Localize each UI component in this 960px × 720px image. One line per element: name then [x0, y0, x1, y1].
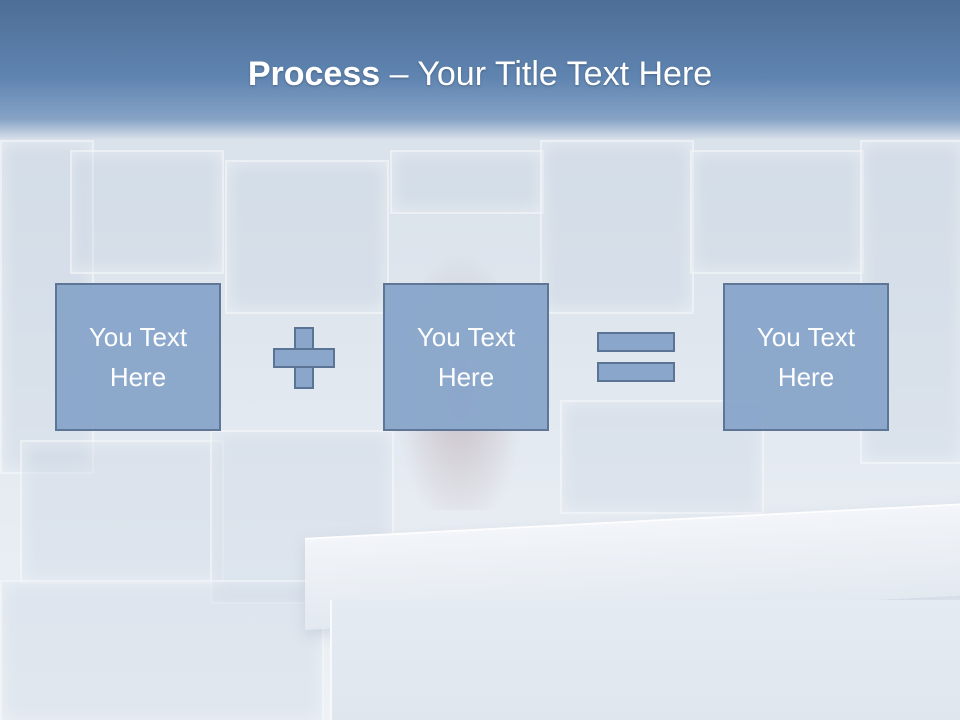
- ice-block: [225, 160, 389, 314]
- box-text-line1: You Text: [88, 322, 188, 352]
- ice-block: [390, 150, 544, 214]
- ice-block: [70, 150, 224, 274]
- box-text-line2: Here: [437, 362, 495, 392]
- process-box-2[interactable]: You Text Here: [383, 283, 549, 431]
- ice-block: [20, 440, 224, 584]
- equals-bottom-bar: [597, 362, 675, 382]
- process-box-1[interactable]: You Text Here: [55, 283, 221, 431]
- box-text-line1: You Text: [756, 322, 856, 352]
- ice-block: [0, 580, 324, 720]
- ice-block: [690, 150, 864, 274]
- plus-center: [296, 350, 312, 366]
- title-bold: Process: [247, 55, 381, 93]
- slide-title: Process – Your Title Text Here: [0, 52, 960, 96]
- equals-top-bar: [597, 332, 675, 352]
- box-text-line2: Here: [777, 362, 835, 392]
- box-text-line2: Here: [109, 362, 167, 392]
- process-box-3[interactable]: You Text Here: [723, 283, 889, 431]
- ice-counter-base: [330, 600, 960, 720]
- ice-block: [540, 140, 694, 314]
- box-text-line1: You Text: [416, 322, 516, 352]
- title-rest: – Your Title Text Here: [380, 55, 713, 93]
- plus-icon: [273, 327, 335, 389]
- title-band: [0, 0, 960, 140]
- equals-icon: [597, 332, 675, 384]
